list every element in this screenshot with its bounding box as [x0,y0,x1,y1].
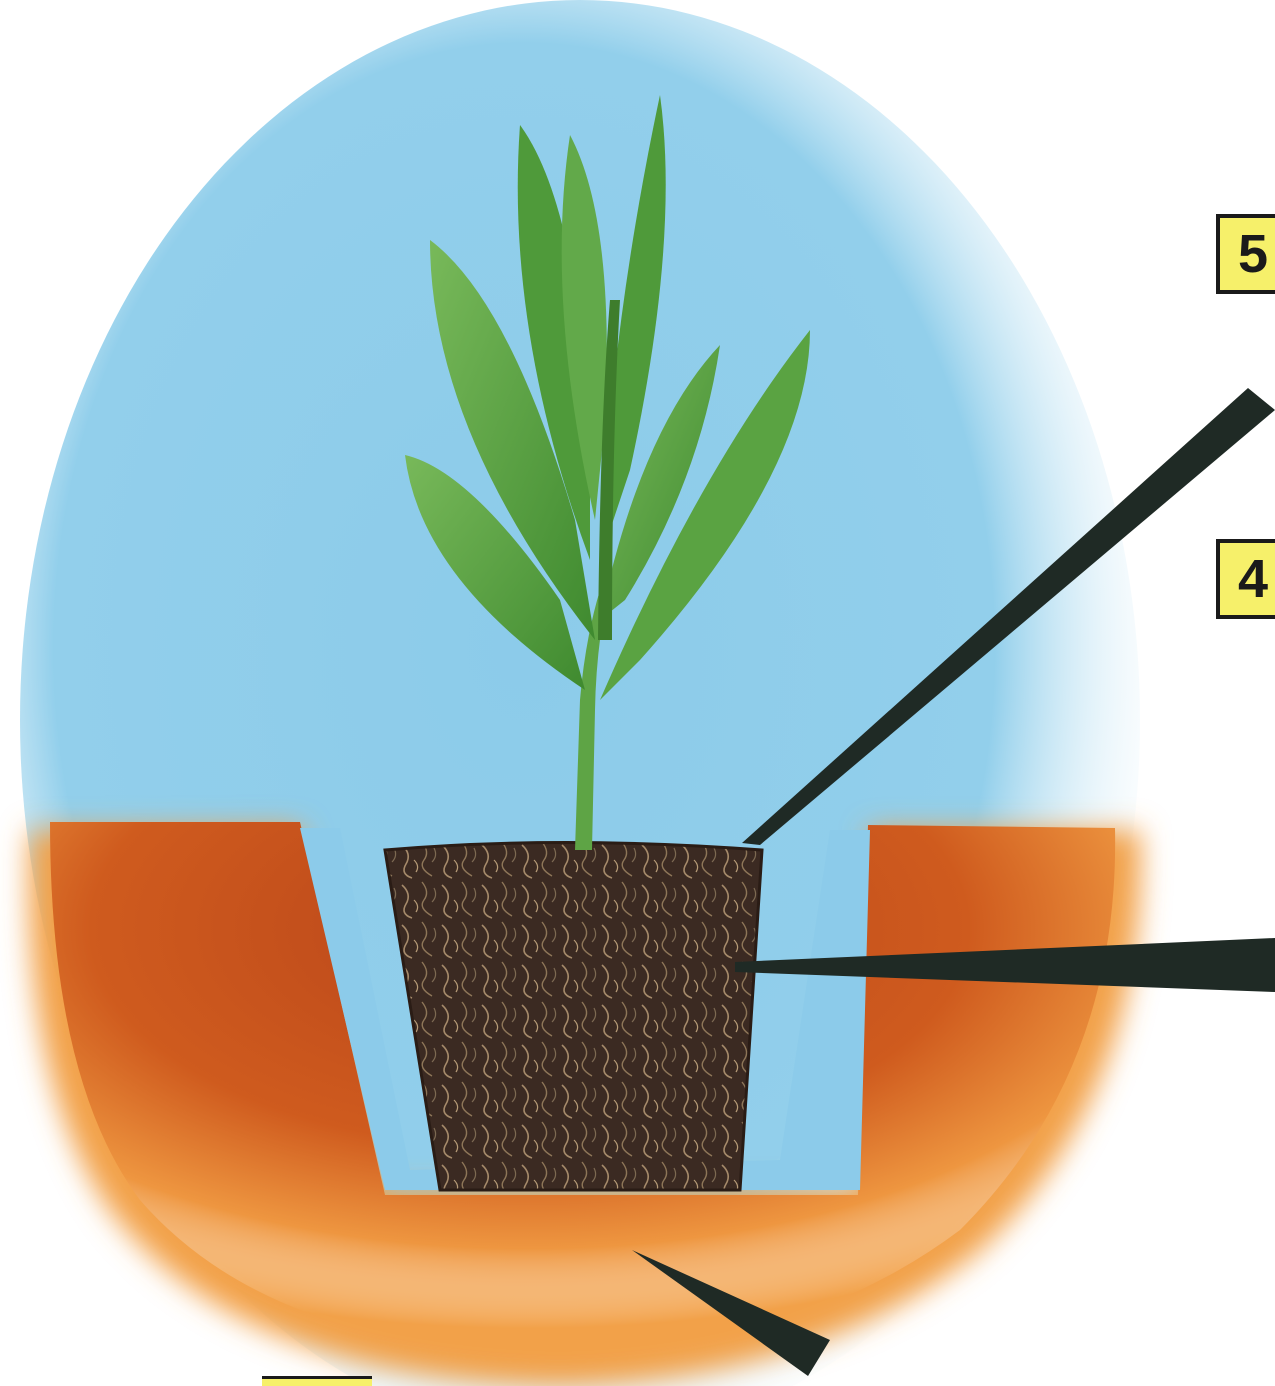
step-number: 5 [1238,223,1268,285]
step-number: 4 [1238,548,1268,610]
step-badge-5: 5 [1216,214,1275,294]
label-tab-edge [262,1376,372,1386]
root-ball [385,843,762,1191]
step-badge-4: 4 [1216,539,1275,619]
